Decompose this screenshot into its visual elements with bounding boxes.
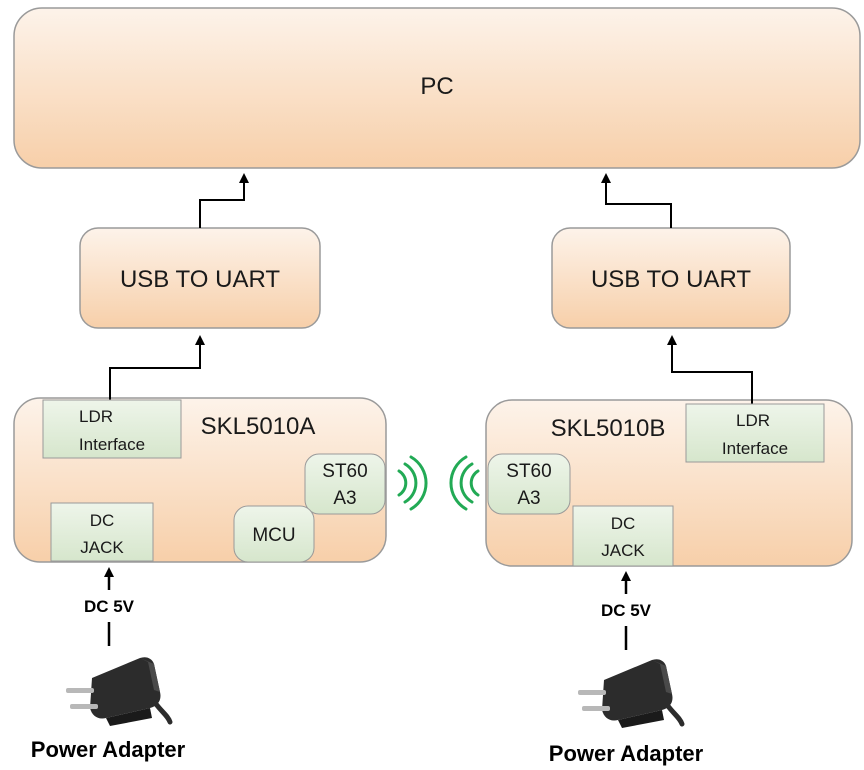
wireless-signal-icon-left xyxy=(397,455,428,511)
power-adapter-icon-left xyxy=(66,657,173,726)
dcjack-line1-right: DC xyxy=(611,514,636,533)
ldr-interface-right: LDR Interface xyxy=(685,403,825,463)
connector-ldr-right-to-usb xyxy=(667,335,753,404)
board-label-left: SKL5010A xyxy=(201,413,316,440)
usb-to-uart-left: USB TO UART xyxy=(79,227,321,329)
ldr-line1-right: LDR xyxy=(736,411,770,430)
dc-label-right: DC 5V xyxy=(601,601,652,620)
board-label-right: SKL5010B xyxy=(551,415,666,442)
st60-module-left: ST60 A3 xyxy=(304,453,386,515)
usb-label-left: USB TO UART xyxy=(120,266,280,293)
st60-line2-right: A3 xyxy=(517,488,540,509)
st60-line2-left: A3 xyxy=(333,488,356,509)
dcjack-line2-left: JACK xyxy=(80,538,124,557)
st60-module-right: ST60 A3 xyxy=(487,453,571,515)
ldr-line2-left: Interface xyxy=(79,435,145,454)
dc-label-left: DC 5V xyxy=(84,597,135,616)
dcjack-line2-right: JACK xyxy=(601,541,645,560)
adapter-label-left: Power Adapter xyxy=(31,737,186,762)
mcu-label: MCU xyxy=(252,525,295,546)
dc-jack-right: DC JACK xyxy=(572,505,674,567)
usb-label-right: USB TO UART xyxy=(591,266,751,293)
st60-line1-left: ST60 xyxy=(322,461,367,482)
adapter-label-right: Power Adapter xyxy=(549,741,704,766)
power-adapter-icon-right xyxy=(578,659,685,728)
connector-usb-left-to-pc xyxy=(199,173,249,228)
wireless-signal-icon-right xyxy=(449,455,480,511)
ldr-interface-left: LDR Interface xyxy=(42,399,182,459)
dcjack-line1-left: DC xyxy=(90,511,115,530)
dc-jack-left: DC JACK xyxy=(50,502,154,562)
mcu-module: MCU xyxy=(233,505,315,563)
connector-ldr-left-to-usb xyxy=(109,335,205,400)
pc-label: PC xyxy=(420,73,453,100)
usb-to-uart-right: USB TO UART xyxy=(551,227,791,329)
pc-block: PC xyxy=(13,7,861,169)
connector-usb-right-to-pc xyxy=(601,173,672,228)
ldr-line2-right: Interface xyxy=(722,439,788,458)
ldr-line1-left: LDR xyxy=(79,407,113,426)
st60-line1-right: ST60 xyxy=(506,461,551,482)
